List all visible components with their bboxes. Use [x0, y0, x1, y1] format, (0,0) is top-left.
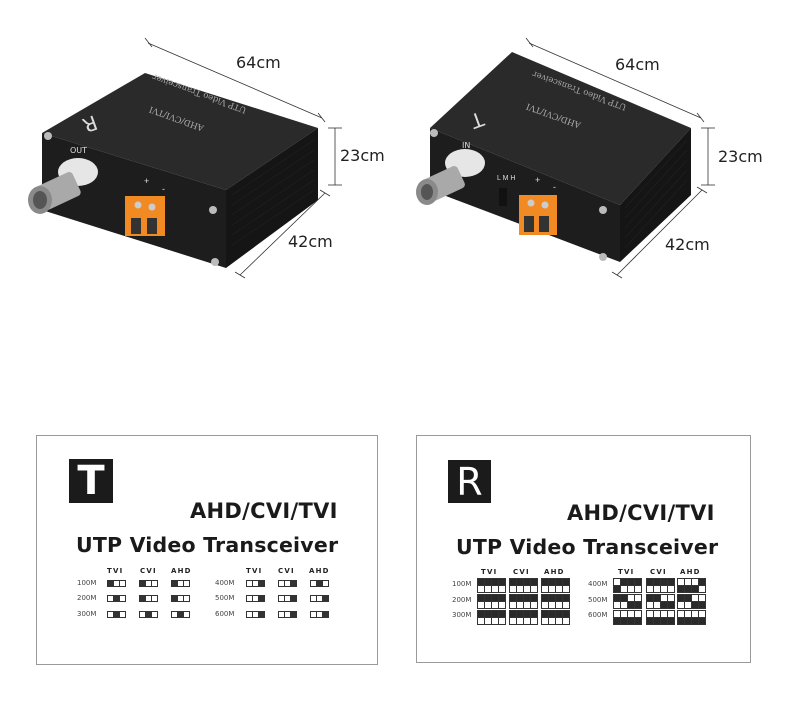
dip-switch-setting: [541, 610, 570, 625]
transmitter-width-label: 42cm: [665, 235, 710, 254]
receiver-device: R OUT UTP Video Transceiver AHD/CVI/TVI …: [0, 0, 395, 300]
jumper-setting: [278, 595, 297, 602]
dip-switch-setting: [541, 594, 570, 609]
r-col-cvi-left: CVI: [513, 568, 530, 576]
r-row-200m: 200M: [452, 596, 472, 604]
transmitter-product-title: UTP Video Transceiver: [76, 533, 339, 557]
jumper-setting: [246, 595, 265, 602]
t-col-tvi-right: TVI: [246, 567, 263, 575]
dip-switch-setting: [646, 578, 675, 593]
t-row-300m: 300M: [77, 610, 97, 618]
jumper-setting: [310, 580, 329, 587]
transmitter-badge: T: [69, 459, 113, 503]
dip-switch-setting: [613, 578, 642, 593]
transmitter-length-label: 64cm: [615, 55, 660, 74]
r-row-300m: 300M: [452, 611, 472, 619]
jumper-setting: [139, 611, 158, 618]
t-col-tvi-left: TVI: [107, 567, 124, 575]
jumper-setting: [246, 611, 265, 618]
transmitter-badge-letter: T: [77, 458, 105, 504]
dip-switch-setting: [646, 610, 675, 625]
t-col-ahd-left: AHD: [171, 567, 192, 575]
transmitter-power-minus: -: [553, 182, 556, 192]
jumper-setting: [278, 611, 297, 618]
r-row-400m: 400M: [588, 580, 608, 588]
jumper-setting: [310, 595, 329, 602]
jumper-setting: [107, 611, 126, 618]
jumper-setting: [171, 611, 190, 618]
r-col-ahd-right: AHD: [680, 568, 701, 576]
dip-switch-setting: [477, 578, 506, 593]
jumper-setting: [107, 580, 126, 587]
t-row-400m: 400M: [215, 579, 235, 587]
r-row-100m: 100M: [452, 580, 472, 588]
receiver-length-label: 64cm: [236, 53, 281, 72]
t-row-200m: 200M: [77, 594, 97, 602]
receiver-badge-letter: R: [456, 459, 483, 504]
dip-switch-setting: [677, 610, 706, 625]
dip-switch-setting: [541, 578, 570, 593]
dip-switch-setting: [677, 594, 706, 609]
dip-switch-setting: [646, 594, 675, 609]
r-col-ahd-left: AHD: [544, 568, 565, 576]
jumper-setting: [171, 580, 190, 587]
dip-switch-setting: [613, 610, 642, 625]
receiver-width-label: 42cm: [288, 232, 333, 251]
transmitter-device-render: [416, 37, 715, 279]
transmitter-power-plus: +: [535, 175, 541, 185]
jumper-setting: [139, 595, 158, 602]
receiver-device-render: [28, 37, 342, 279]
dip-switch-setting: [477, 594, 506, 609]
jumper-setting: [139, 580, 158, 587]
transmitter-port-label: IN: [462, 141, 471, 150]
jumper-setting: [246, 580, 265, 587]
t-col-cvi-left: CVI: [140, 567, 157, 575]
r-row-600m: 600M: [588, 611, 608, 619]
t-row-500m: 500M: [215, 594, 235, 602]
receiver-height-label: 23cm: [340, 146, 385, 165]
dip-switch-setting: [509, 610, 538, 625]
dip-switch-setting: [677, 578, 706, 593]
dip-switch-setting: [509, 578, 538, 593]
jumper-setting: [107, 595, 126, 602]
r-row-500m: 500M: [588, 596, 608, 604]
jumper-setting: [278, 580, 297, 587]
transmitter-height-label: 23cm: [718, 147, 763, 166]
transmitter-label-card: T AHD/CVI/TVI UTP Video Transceiver TVI …: [36, 435, 378, 665]
receiver-badge: R: [448, 460, 491, 503]
receiver-power-plus: +: [144, 176, 150, 186]
r-col-cvi-right: CVI: [650, 568, 667, 576]
receiver-power-minus: -: [162, 184, 165, 194]
receiver-product-title: UTP Video Transceiver: [456, 535, 719, 559]
transmitter-switch-label: L M H: [497, 175, 516, 182]
receiver-label-card: R AHD/CVI/TVI UTP Video Transceiver TVI …: [416, 435, 751, 663]
dip-switch-setting: [613, 594, 642, 609]
jumper-setting: [171, 595, 190, 602]
dip-switch-setting: [477, 610, 506, 625]
r-col-tvi-left: TVI: [481, 568, 498, 576]
r-col-tvi-right: TVI: [618, 568, 635, 576]
receiver-standards-title: AHD/CVI/TVI: [567, 501, 715, 525]
jumper-setting: [310, 611, 329, 618]
t-row-600m: 600M: [215, 610, 235, 618]
transmitter-standards-title: AHD/CVI/TVI: [190, 499, 338, 523]
receiver-port-label: OUT: [70, 146, 88, 155]
t-row-100m: 100M: [77, 579, 97, 587]
dip-switch-setting: [509, 594, 538, 609]
t-col-cvi-right: CVI: [278, 567, 295, 575]
transmitter-device: T IN L M H UTP Video Transceiver AHD/CVI…: [395, 0, 790, 300]
t-col-ahd-right: AHD: [309, 567, 330, 575]
